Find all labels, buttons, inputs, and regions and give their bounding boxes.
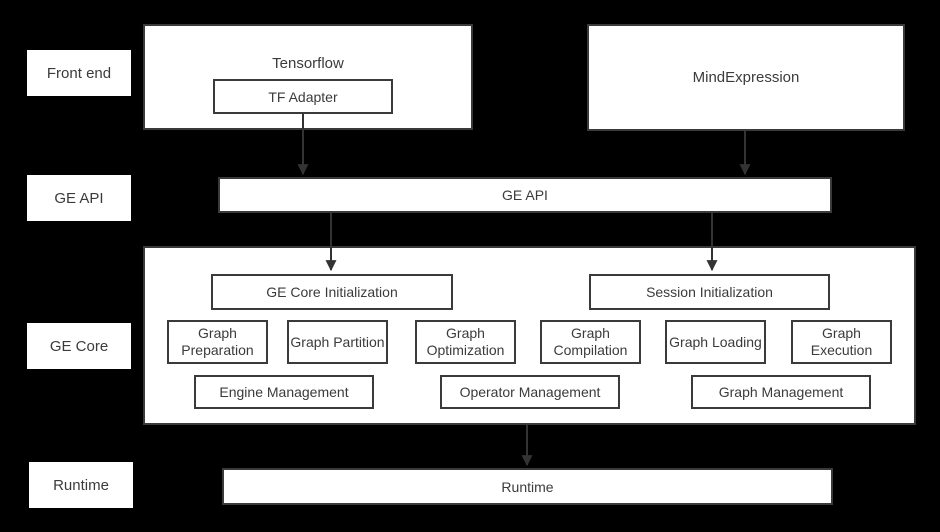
tensorflow-title: Tensorflow — [272, 55, 344, 72]
tensorflow-box: Tensorflow TF Adapter — [143, 24, 473, 130]
row-label-ge-api: GE API — [27, 175, 131, 221]
ge-core-box: GE Core Initialization Session Initializ… — [143, 246, 916, 425]
graph-loading-box: Graph Loading — [665, 320, 766, 364]
ge-core-initialization-box: GE Core Initialization — [211, 274, 453, 310]
row-label-ge-core: GE Core — [27, 323, 131, 369]
row-label-runtime: Runtime — [29, 462, 133, 508]
graph-preparation-box: Graph Preparation — [167, 320, 268, 364]
graph-partition-box: Graph Partition — [287, 320, 388, 364]
session-initialization-box: Session Initialization — [589, 274, 830, 310]
graph-optimization-box: Graph Optimization — [415, 320, 516, 364]
operator-management-box: Operator Management — [440, 375, 620, 409]
row-label-front-end: Front end — [27, 50, 131, 96]
runtime-bar: Runtime — [222, 468, 833, 505]
graph-management-box: Graph Management — [691, 375, 871, 409]
graph-execution-box: Graph Execution — [791, 320, 892, 364]
engine-management-box: Engine Management — [194, 375, 374, 409]
ge-api-bar: GE API — [218, 177, 832, 213]
tf-adapter-box: TF Adapter — [213, 79, 393, 114]
mindexpression-box: MindExpression — [587, 24, 905, 131]
graph-compilation-box: Graph Compilation — [540, 320, 641, 364]
